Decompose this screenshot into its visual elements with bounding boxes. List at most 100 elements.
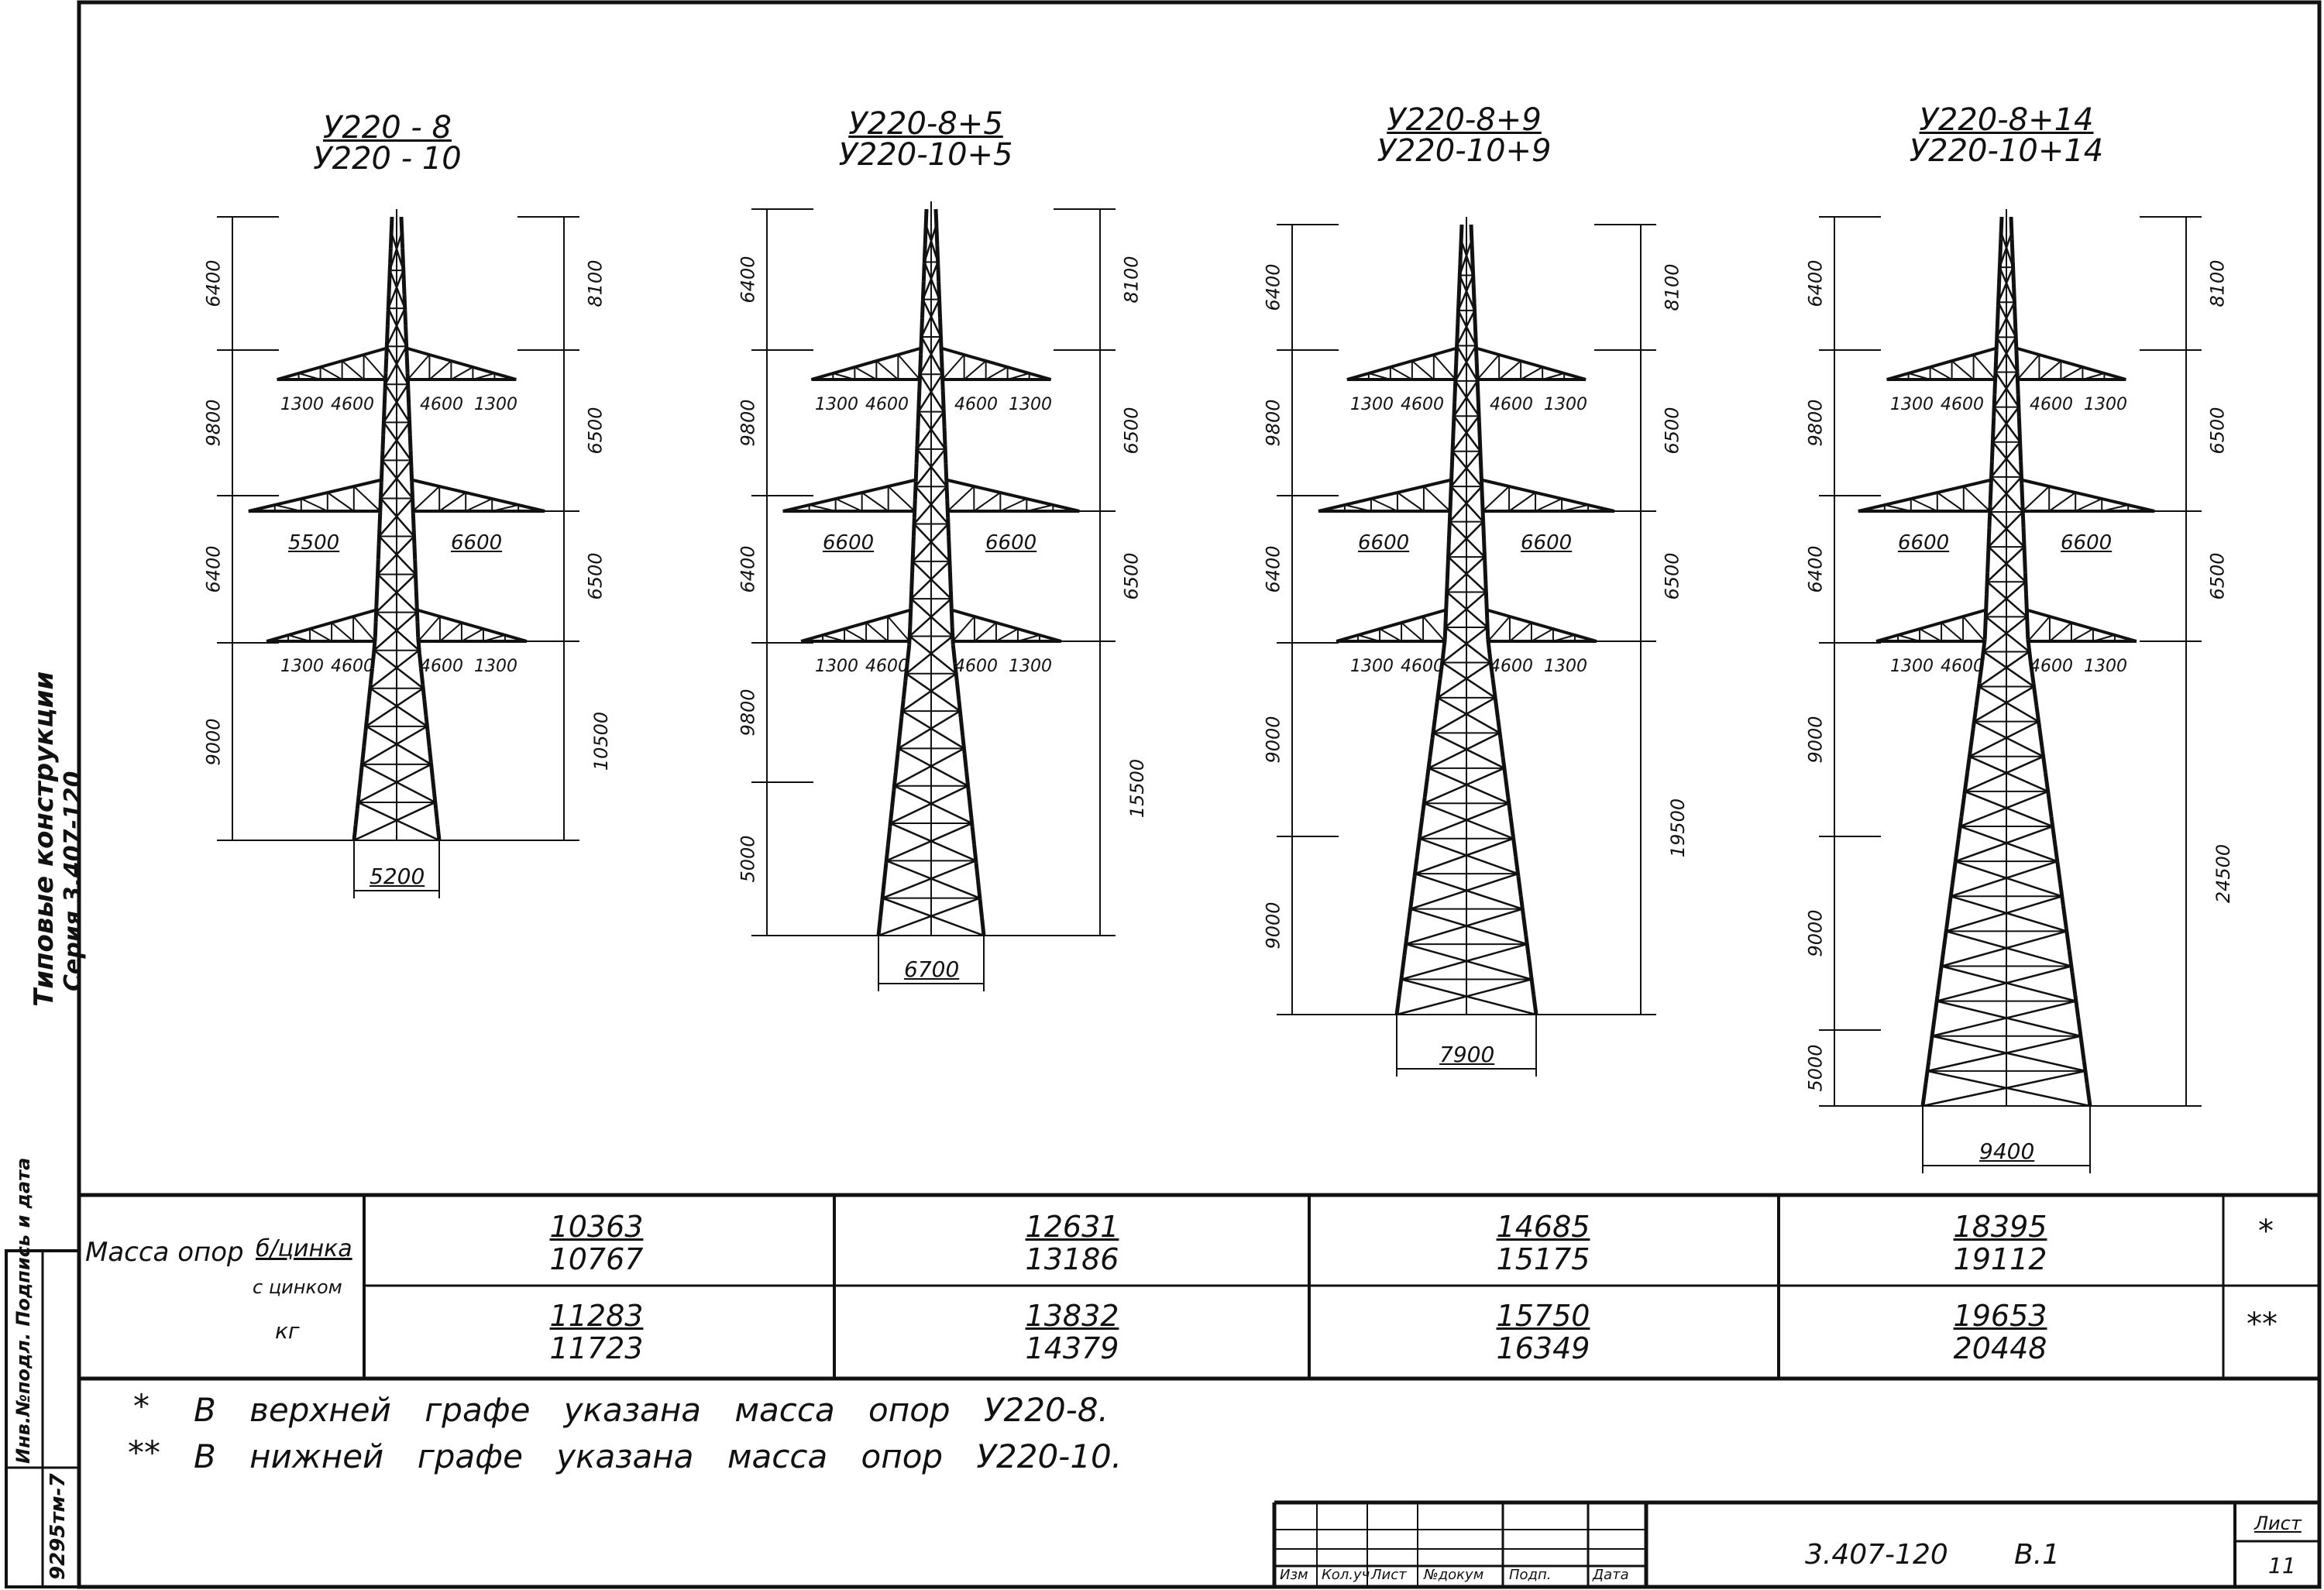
- mass-cell-u220-8-tower-3-without-zinc: 14685: [1496, 1210, 1590, 1244]
- tower-3-title-top: У220-8+9: [1387, 102, 1542, 138]
- tower-leg: [951, 644, 957, 664]
- tower-leg: [944, 463, 949, 482]
- cross-arm-web: [1930, 366, 1953, 380]
- tower-3-left-dim-4: 9000: [1262, 716, 1284, 764]
- tower-leg: [1927, 1039, 1934, 1062]
- tower-4-left-dim-1: 6400: [1804, 259, 1827, 307]
- tower-leg: [2022, 550, 2027, 573]
- tower-leg: [434, 809, 440, 826]
- tower-lattice: [1442, 661, 1496, 699]
- sheet-code: В.1: [2014, 1539, 2061, 1571]
- tower-leg: [899, 699, 906, 718]
- tower-leg: [1472, 303, 1477, 324]
- note-2-text: В нижней графе указана масса опор У220-1…: [194, 1437, 1122, 1475]
- mass-cell-u220-10-tower-2-with-zinc: 14379: [1025, 1331, 1119, 1365]
- tower-leg: [1518, 895, 1526, 916]
- tower-lattice: [897, 747, 969, 787]
- cross-arm-web: [1561, 504, 1589, 512]
- tower-lattice: [906, 672, 961, 713]
- tower-leg: [2046, 794, 2054, 818]
- tower-lattice: [1978, 685, 2040, 723]
- tower-leg: [954, 681, 961, 700]
- mass-cell-u220-8-tower-3-with-zinc: 15175: [1496, 1242, 1590, 1276]
- tower-leg: [1998, 239, 2003, 262]
- tower-leg: [893, 754, 900, 773]
- tower-lattice: [893, 785, 973, 825]
- tower-leg: [1480, 481, 1485, 502]
- tower-4-right-dim-1: 8100: [2206, 259, 2229, 307]
- tower-3-arm-dim-mid-2: 6600: [1521, 531, 1573, 555]
- cross-arm-web: [1379, 628, 1402, 642]
- cross-arm-web: [438, 492, 466, 512]
- cross-arm-web: [1963, 486, 1991, 512]
- tower-lattice: [1964, 755, 2044, 793]
- cross-arm-chord: [2016, 347, 2126, 381]
- tower-leg: [387, 279, 392, 295]
- tower-leg: [411, 513, 416, 529]
- cross-arm-web: [320, 366, 343, 380]
- tower-1-left-dim-1: 6400: [202, 259, 225, 307]
- tower-leg: [1983, 594, 1989, 617]
- tower-leg: [1476, 402, 1481, 423]
- tower-leg: [1526, 955, 1533, 976]
- tower-3-arm-dim-low-4: 1300: [1544, 657, 1587, 676]
- tower-lattice: [1941, 965, 2077, 1002]
- cross-arm-web: [418, 616, 441, 642]
- tower-leg: [2079, 1039, 2086, 1062]
- tower-4-left-dim-2: 9800: [1804, 399, 1827, 447]
- tower-leg: [1988, 483, 1993, 507]
- cross-arm-chord: [1858, 479, 1991, 513]
- tower-leg: [414, 606, 420, 623]
- cross-arm-chord: [277, 347, 387, 381]
- cross-arm-web: [1972, 354, 1996, 380]
- tower-leg: [404, 341, 409, 358]
- tower-leg: [375, 559, 380, 575]
- tower-2-arm-dim-low-2: 4600: [865, 657, 909, 676]
- tower-1-title-top: У220 - 8: [322, 110, 452, 146]
- tower-3-right-dim-1: 8100: [1661, 263, 1683, 311]
- cross-arm-web: [1509, 622, 1532, 642]
- tower-lattice: [909, 635, 957, 675]
- tower-lattice: [361, 763, 436, 804]
- cross-arm-web: [887, 486, 916, 512]
- tower-leg: [406, 388, 411, 404]
- tower-leg: [383, 357, 389, 373]
- cross-arm-web: [1487, 616, 1511, 642]
- tower-leg: [379, 482, 383, 498]
- tower-2-arm-dim-top-1: 1300: [815, 395, 858, 414]
- tower-lattice: [1410, 872, 1518, 910]
- tower-leg: [919, 336, 924, 355]
- tower-leg: [913, 481, 918, 500]
- cross-arm-web: [1344, 504, 1372, 512]
- tower-lattice: [893, 747, 965, 787]
- tower-leg: [401, 248, 405, 264]
- tower-leg: [419, 668, 425, 685]
- tower-4-base-width: 9400: [1979, 1138, 2035, 1164]
- tower-leg: [1394, 994, 1401, 1015]
- mass-cell-u220-8-tower-1-with-zinc: 10767: [549, 1242, 644, 1276]
- tower-lattice: [1423, 767, 1505, 805]
- tower-2-arm-dim-low-3: 4600: [954, 657, 998, 676]
- tower-3-right-dim-3: 6500: [1661, 552, 1683, 600]
- tower-leg: [2073, 994, 2081, 1018]
- cross-arm-web: [999, 498, 1027, 512]
- cross-arm-web: [1520, 366, 1543, 380]
- tower-4-title-top: У220-8+14: [1919, 102, 2094, 138]
- tower-4-arm-dim-low-2: 4600: [1941, 657, 1984, 676]
- tower-lattice: [882, 860, 977, 899]
- cross-arm-web: [352, 616, 376, 642]
- tower-4-arm-dim-top-4: 1300: [2084, 395, 2127, 414]
- tower-leg: [412, 544, 418, 560]
- tower-leg: [921, 263, 927, 282]
- cross-arm-web: [2038, 360, 2062, 380]
- cross-arm-web: [1908, 373, 1930, 380]
- cross-arm-web: [1951, 360, 1975, 380]
- tower-leg: [1400, 955, 1407, 976]
- doc-code: 3.407-120: [1805, 1539, 1948, 1571]
- cross-arm-web: [1910, 498, 1938, 512]
- tower-leg: [878, 898, 885, 918]
- tower-leg: [958, 717, 965, 737]
- tower-lattice: [1954, 825, 2054, 863]
- tower-lattice: [1968, 720, 2040, 757]
- tower-lattice: [365, 725, 432, 765]
